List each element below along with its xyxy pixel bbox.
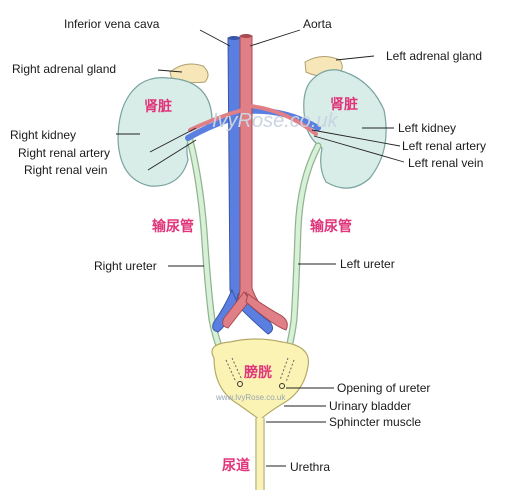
- label-left-renal-vein: Left renal vein: [408, 156, 484, 170]
- label-urinary-bladder: Urinary bladder: [329, 399, 412, 413]
- label-left-ureter: Left ureter: [340, 257, 395, 271]
- left-ureter: [278, 142, 322, 374]
- label-left-adrenal-gland: Left adrenal gland: [386, 49, 483, 63]
- label-cn-urethra: 尿道: [222, 457, 250, 473]
- watermark-bottom: www.IvyRose.co.uk: [216, 393, 286, 402]
- label-cn-kidney-left-side: 肾脏: [144, 98, 172, 114]
- urethra-lumen: [257, 418, 263, 490]
- right-renal-artery: [188, 108, 244, 132]
- leader-aorta: [249, 29, 301, 47]
- label-cn-ureter-left-side: 输尿管: [152, 218, 194, 234]
- leader-right-renal-vein: [147, 139, 197, 171]
- ivc-top-opening: [228, 36, 240, 40]
- left-kidney: [303, 69, 387, 189]
- left-ureter-opening: [279, 383, 285, 389]
- leader-ivc: [199, 29, 231, 47]
- leader-left-renal-artery: [311, 129, 401, 147]
- label-right-renal-artery: Right renal artery: [18, 146, 111, 160]
- left-renal-artery: [248, 104, 318, 136]
- label-left-kidney: Left kidney: [398, 121, 457, 135]
- right-renal-vein: [185, 115, 235, 141]
- leader-left-adrenal: [335, 55, 375, 61]
- label-cn-bladder: 膀胱: [244, 364, 272, 380]
- label-inferior-vena-cava: Inferior vena cava: [64, 17, 160, 31]
- label-opening-of-ureter: Opening of ureter: [337, 381, 431, 395]
- aorta: [235, 35, 263, 309]
- label-right-renal-vein: Right renal vein: [24, 163, 108, 177]
- leader-left-renal-vein: [313, 135, 405, 163]
- label-right-kidney: Right kidney: [10, 128, 77, 142]
- urinary-bladder: [211, 338, 310, 421]
- label-right-ureter: Right ureter: [94, 259, 157, 273]
- leader-right-adrenal: [157, 69, 183, 73]
- urethra: [255, 418, 265, 490]
- label-right-adrenal-gland: Right adrenal gland: [12, 62, 117, 76]
- aorta-top-opening: [240, 34, 252, 38]
- label-left-renal-artery: Left renal artery: [402, 139, 487, 153]
- label-aorta: Aorta: [303, 17, 332, 31]
- right-ureter-opening: [237, 381, 243, 387]
- right-ureter-fill: [187, 137, 233, 373]
- watermark-top: IvyRose.co.uk: [212, 110, 338, 132]
- label-sphincter-muscle: Sphincter muscle: [329, 415, 422, 429]
- right-ureter-opening-line-a: [225, 359, 237, 383]
- right-iliac-artery: [222, 291, 251, 329]
- right-ureter-opening-line-b: [231, 357, 243, 381]
- left-iliac-artery: [245, 293, 288, 331]
- leader-lines: [116, 29, 405, 467]
- label-cn-kidney-right-side: 肾脏: [330, 96, 358, 112]
- label-cn-ureter-right-side: 输尿管: [310, 218, 352, 234]
- inferior-vena-cava: [227, 37, 241, 303]
- label-urethra: Urethra: [290, 460, 331, 474]
- leader-right-renal-artery: [149, 127, 197, 153]
